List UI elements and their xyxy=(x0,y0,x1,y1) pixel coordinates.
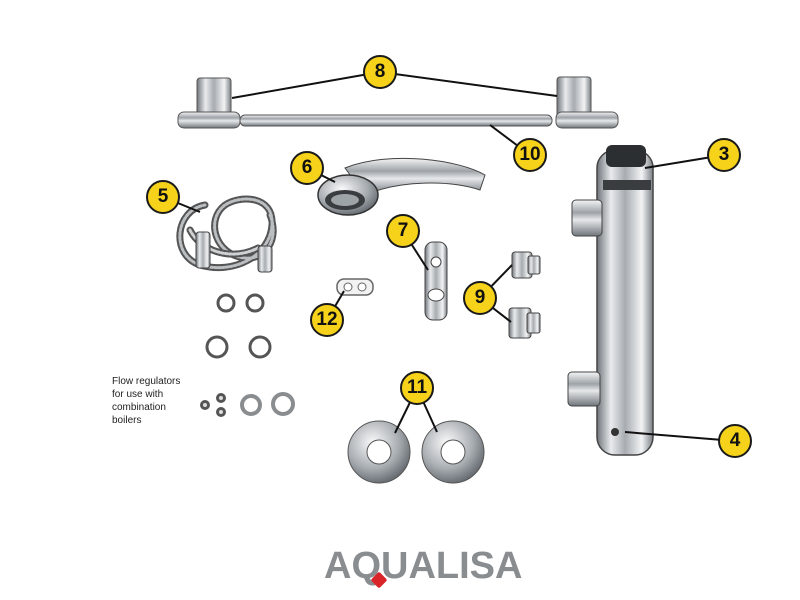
thermostatic-valve xyxy=(567,145,654,456)
wall-shrouds xyxy=(347,420,485,484)
slide-rail xyxy=(239,114,553,127)
callout-12: 12 xyxy=(310,303,344,337)
callout-6: 6 xyxy=(290,151,324,185)
rail-bracket-right xyxy=(555,76,619,129)
logo-text-pre: A xyxy=(324,545,352,587)
logo-text-post: UALISA xyxy=(381,545,523,587)
rail-bracket-left xyxy=(177,77,241,129)
wall-elbows xyxy=(508,251,541,339)
callout-8: 8 xyxy=(363,55,397,89)
callout-3: 3 xyxy=(707,138,741,172)
logo-q: Q xyxy=(351,545,388,589)
callout-9: 9 xyxy=(463,281,497,315)
shower-hose xyxy=(176,195,277,273)
callout-11: 11 xyxy=(400,371,434,405)
callout-7: 7 xyxy=(386,214,420,248)
shower-handset xyxy=(317,157,486,216)
slider-bracket xyxy=(424,241,448,321)
hose-clip xyxy=(336,278,374,296)
flow-regulators xyxy=(200,392,295,417)
callout-10: 10 xyxy=(513,138,547,172)
callout-5: 5 xyxy=(146,180,180,214)
flow-regulators-note: Flow regulators for use with combination… xyxy=(112,376,181,426)
callout-4: 4 xyxy=(718,424,752,458)
washers xyxy=(205,293,272,359)
